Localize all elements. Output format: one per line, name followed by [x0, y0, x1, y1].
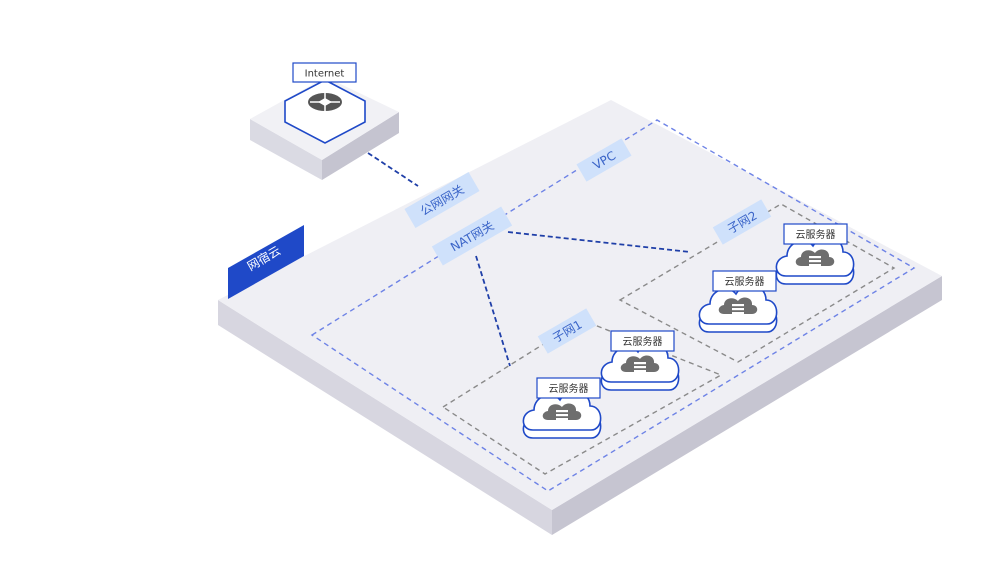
server-label: 云服务器: [549, 382, 589, 395]
subnet1-tag: 子网1: [537, 308, 597, 354]
server-label: 云服务器: [623, 335, 663, 348]
server-label-box: [536, 377, 601, 399]
server-label-box: [783, 223, 848, 245]
cloud-server-4[interactable]: 云服务器: [775, 223, 855, 285]
cloud-server-2[interactable]: 云服务器: [600, 330, 680, 391]
nat-to-subnet2-line: [507, 231, 691, 253]
public-gateway-tag-bg: [404, 171, 480, 229]
internet-node[interactable]: Internet: [250, 62, 399, 180]
internet-hex-icon: [284, 79, 366, 144]
cloud-server-3[interactable]: 云服务器: [698, 270, 778, 333]
platform-right-face: [552, 276, 942, 535]
subnet1-tag-bg: [537, 308, 597, 354]
server-label: 云服务器: [796, 228, 836, 241]
internet-block-left: [250, 119, 322, 180]
cloud-server-1[interactable]: 云服务器: [522, 377, 602, 439]
platform-left-face: [218, 300, 552, 535]
subnet1-boundary: [441, 319, 723, 475]
internet-to-gateway-line: [367, 152, 419, 187]
nat-gateway-tag-bg: [431, 206, 513, 266]
subnet2-boundary: [618, 203, 896, 363]
vpc-tag-bg: [576, 138, 632, 182]
subnet2-tag-bg: [712, 199, 772, 245]
vpc-boundary: [310, 119, 916, 492]
nat-to-subnet1-line: [475, 255, 511, 367]
internet-globe-icon: [308, 93, 342, 111]
internet-label-box: [292, 62, 357, 83]
server-label-box: [610, 330, 675, 352]
internet-label: Internet: [305, 69, 345, 80]
server-label: 云服务器: [725, 275, 765, 288]
server-label-box: [712, 270, 777, 292]
cloud-tag-ribbon: [228, 225, 304, 299]
internet-block-right: [322, 112, 399, 180]
